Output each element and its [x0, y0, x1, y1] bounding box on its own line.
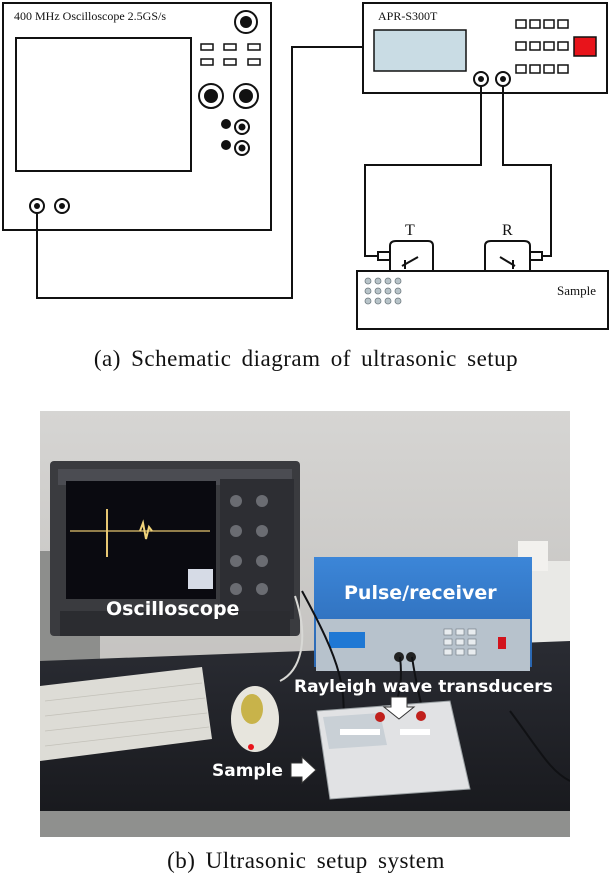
photo-sample-label: Sample: [212, 761, 283, 781]
photo-sample: [316, 700, 471, 800]
photo-pulser-label: Pulse/receiver: [344, 582, 497, 604]
photo-oscilloscope: [50, 461, 300, 636]
photo-transducers-label: Rayleigh wave transducers: [294, 677, 553, 697]
oscilloscope-title: 400 MHz Oscilloscope 2.5GS/s: [14, 9, 166, 23]
oscilloscope-button-grid: [200, 43, 261, 66]
receiver-label: R: [502, 222, 513, 239]
caption-b: (b) Ultrasonic setup system: [167, 848, 445, 873]
pulser-title: APR-S300T: [378, 9, 438, 23]
oscilloscope-screen: [15, 37, 192, 172]
photo-keyboard: [40, 667, 212, 761]
receiver-transducer: R: [484, 222, 543, 272]
transmitter-label: T: [405, 222, 415, 239]
sample-block: Sample: [356, 270, 609, 330]
schematic-diagram: 400 MHz Oscilloscope 2.5GS/s APR-S300T: [2, 2, 609, 330]
photo-pulser: [314, 557, 532, 671]
transmitter-transducer: T: [377, 222, 434, 272]
pulser-keypad: [515, 19, 569, 74]
cables: [36, 46, 552, 299]
transducer-arrow-icon: [382, 696, 416, 720]
oscilloscope-device: 400 MHz Oscilloscope 2.5GS/s: [2, 2, 272, 231]
pulser-device: APR-S300T: [362, 2, 608, 94]
setup-photo: Oscilloscope Pulse/receiver: [40, 411, 570, 837]
sample-arrow-icon: [290, 755, 317, 785]
photo-oscilloscope-label: Oscilloscope: [106, 598, 239, 620]
red-power-button: [573, 36, 597, 57]
pulser-display: [373, 29, 467, 72]
caption-a: (a) Schematic diagram of ultrasonic setu…: [93, 346, 519, 371]
sample-label: Sample: [557, 283, 596, 298]
photo-mouse: [231, 686, 279, 752]
